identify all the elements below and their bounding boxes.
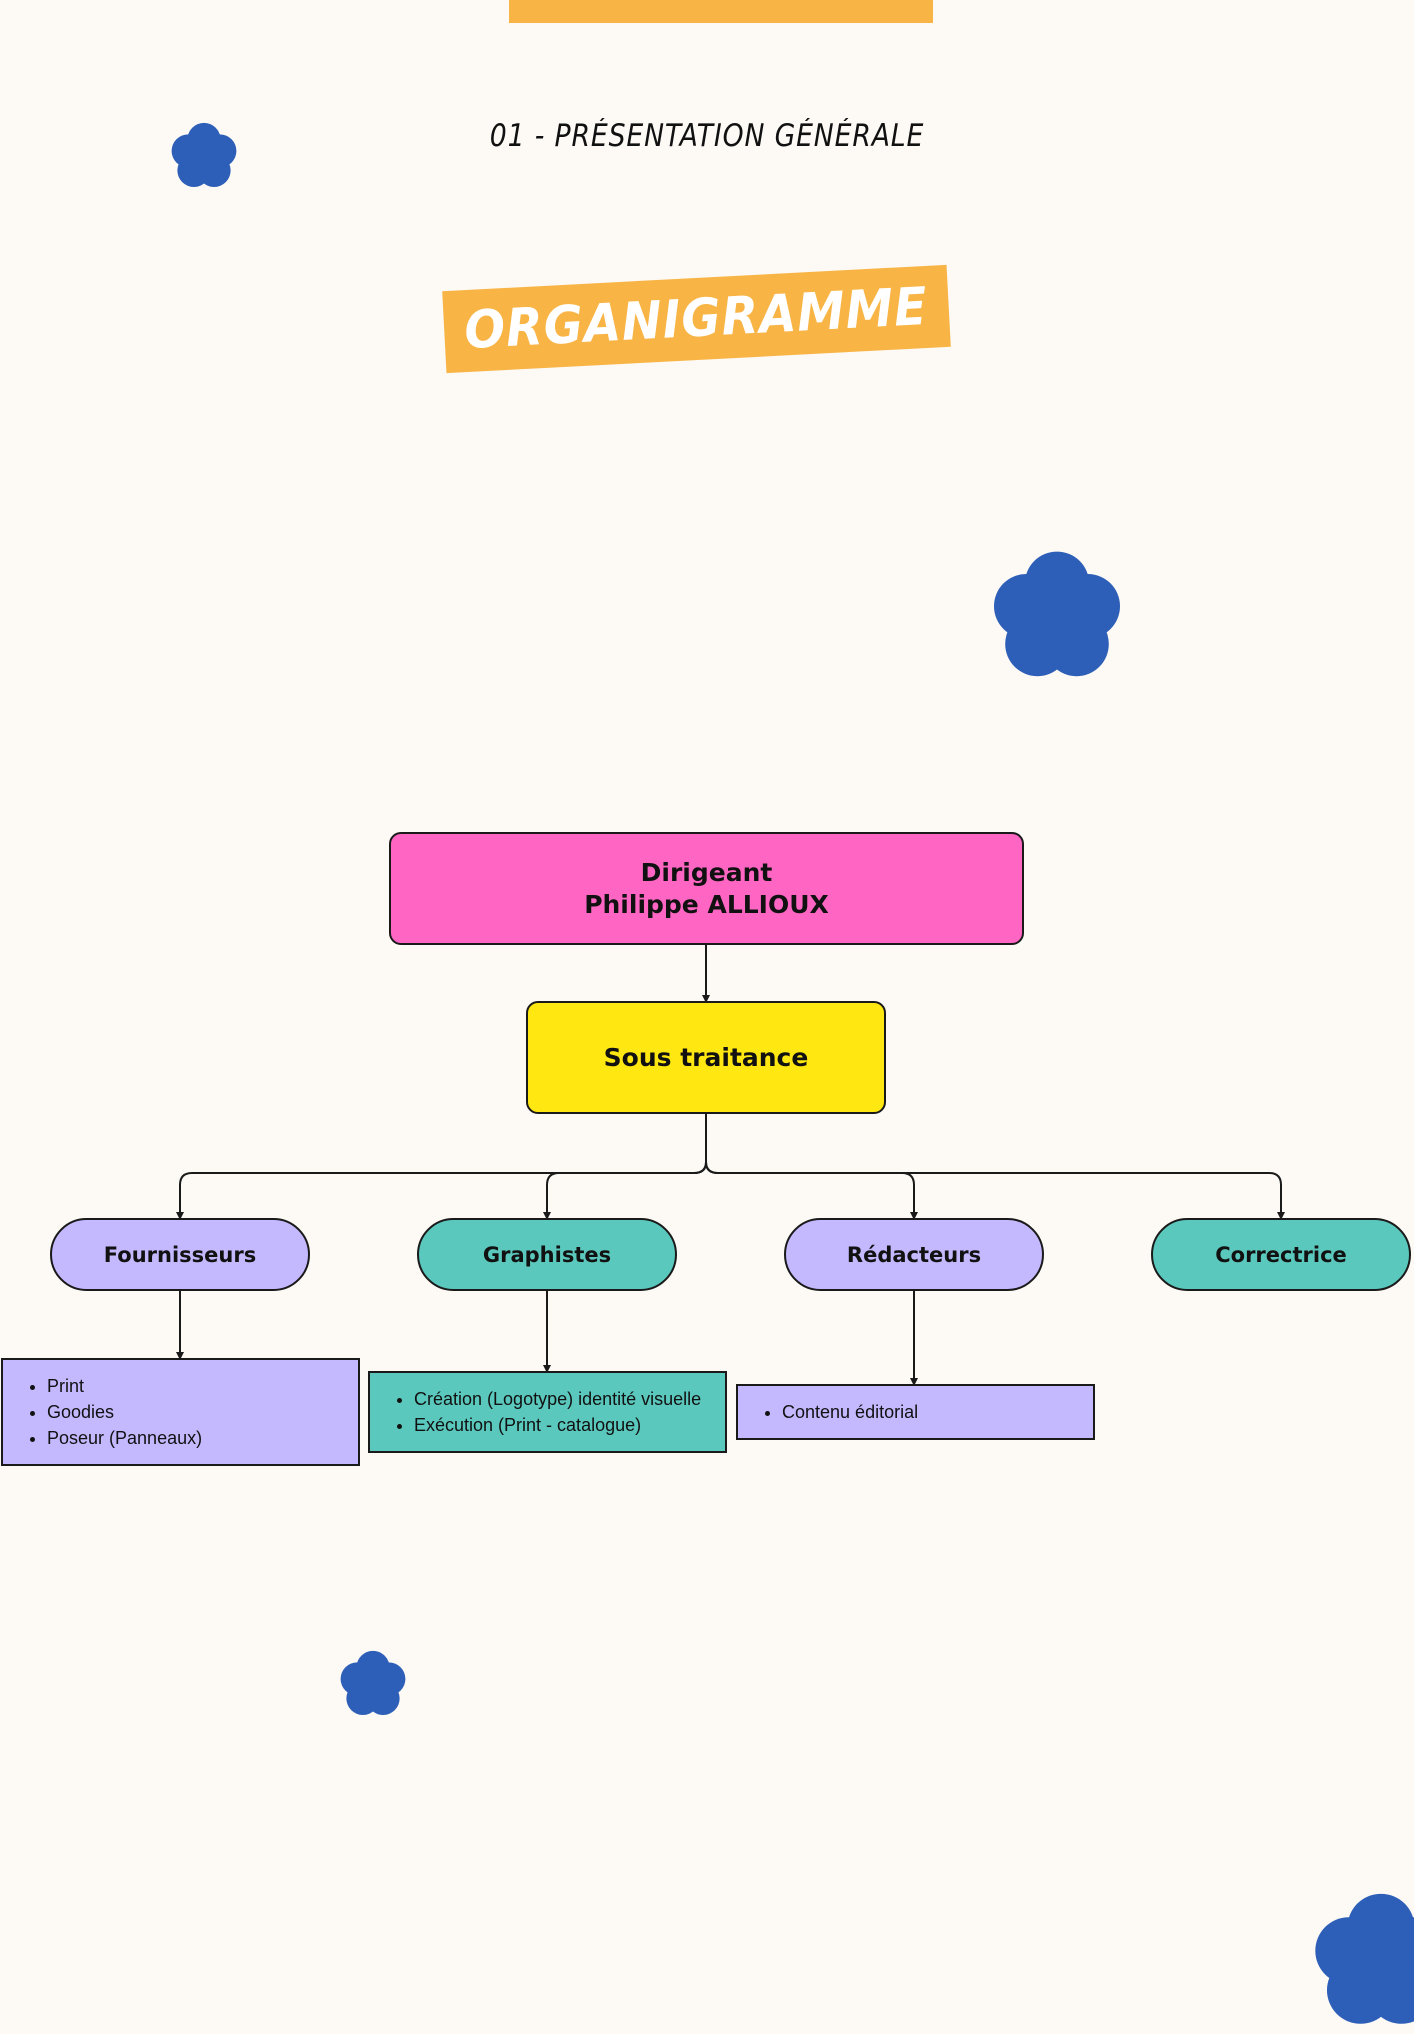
group-redacteurs: Rédacteurs <box>784 1218 1044 1291</box>
group-label: Graphistes <box>482 1242 612 1267</box>
top-accent-bar <box>509 0 933 23</box>
group-label: Correctrice <box>1215 1242 1347 1267</box>
group-fournisseurs: Fournisseurs <box>50 1218 310 1291</box>
list-item: Création (Logotype) identité visuelle <box>414 1386 701 1412</box>
connector-to-fournisseurs <box>176 1114 707 1220</box>
connector-to-graphistes <box>543 1114 707 1220</box>
section-title: 01 - PRÉSENTATION GÉNÉRALE <box>489 118 925 154</box>
list-item: Print <box>47 1373 202 1399</box>
director-box: Dirigeant Philippe ALLIOUX <box>389 832 1024 945</box>
connector-to-redacteurs <box>705 1114 918 1220</box>
subcontracting-box: Sous traitance <box>526 1001 886 1114</box>
group-graphistes: Graphistes <box>417 1218 677 1291</box>
list-item: Exécution (Print - catalogue) <box>414 1412 701 1438</box>
flower-icon <box>167 120 241 192</box>
list-item: Goodies <box>47 1399 202 1425</box>
group-label: Rédacteurs <box>846 1242 982 1267</box>
connector-to-correctrice <box>705 1114 1285 1220</box>
group-label: Fournisseurs <box>103 1242 257 1267</box>
list-item: Contenu éditorial <box>782 1399 918 1425</box>
flower-icon <box>985 546 1129 686</box>
flower-icon <box>336 1648 410 1720</box>
fournisseurs-list: Print Goodies Poseur (Panneaux) <box>1 1358 360 1466</box>
director-role: Dirigeant <box>640 857 773 887</box>
list-item: Poseur (Panneaux) <box>47 1425 202 1451</box>
redacteurs-list: Contenu éditorial <box>736 1384 1095 1440</box>
group-correctrice: Correctrice <box>1151 1218 1411 1291</box>
subcontracting-label: Sous traitance <box>603 1043 809 1072</box>
director-name: Philippe ALLIOUX <box>584 889 829 919</box>
graphistes-list: Création (Logotype) identité visuelle Ex… <box>368 1371 727 1453</box>
